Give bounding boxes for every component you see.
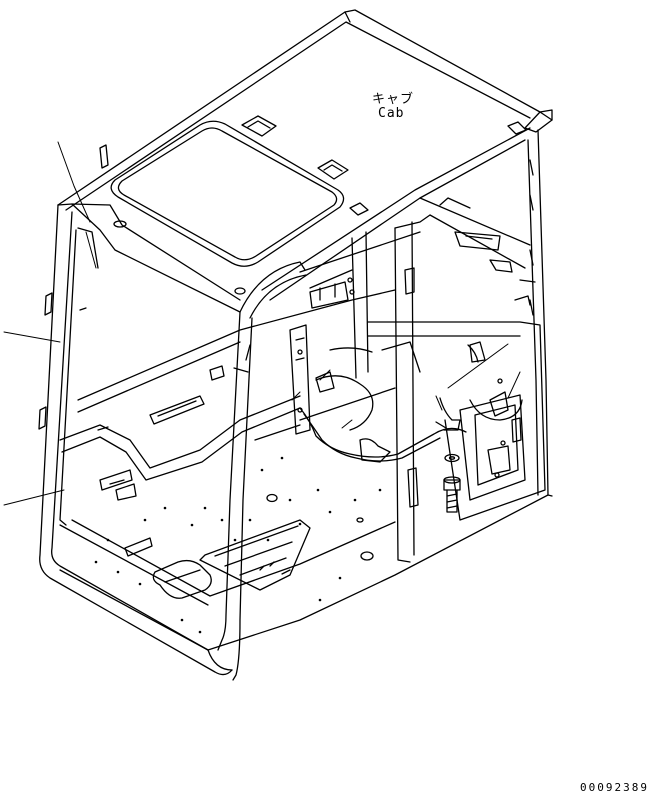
front-pillar <box>207 261 307 681</box>
roof-mounts <box>99 115 527 295</box>
left-pillar <box>38 204 233 676</box>
floor-plate <box>59 387 549 651</box>
callout-leaders <box>3 141 521 506</box>
center-brackets <box>289 324 479 435</box>
drawing-number: 00092389 <box>580 781 649 794</box>
cab-roof <box>57 9 553 313</box>
roof-window <box>110 120 345 267</box>
wire-harness <box>299 347 523 463</box>
part-label-english: Cab <box>378 106 405 121</box>
floor-dots <box>94 456 382 634</box>
rear-panel <box>299 197 536 563</box>
part-label-japanese: キャブ <box>372 92 415 107</box>
horizontal-beams <box>59 289 396 501</box>
right-pillar <box>527 129 553 497</box>
bolt-assembly <box>407 453 461 513</box>
right-console <box>367 321 546 521</box>
